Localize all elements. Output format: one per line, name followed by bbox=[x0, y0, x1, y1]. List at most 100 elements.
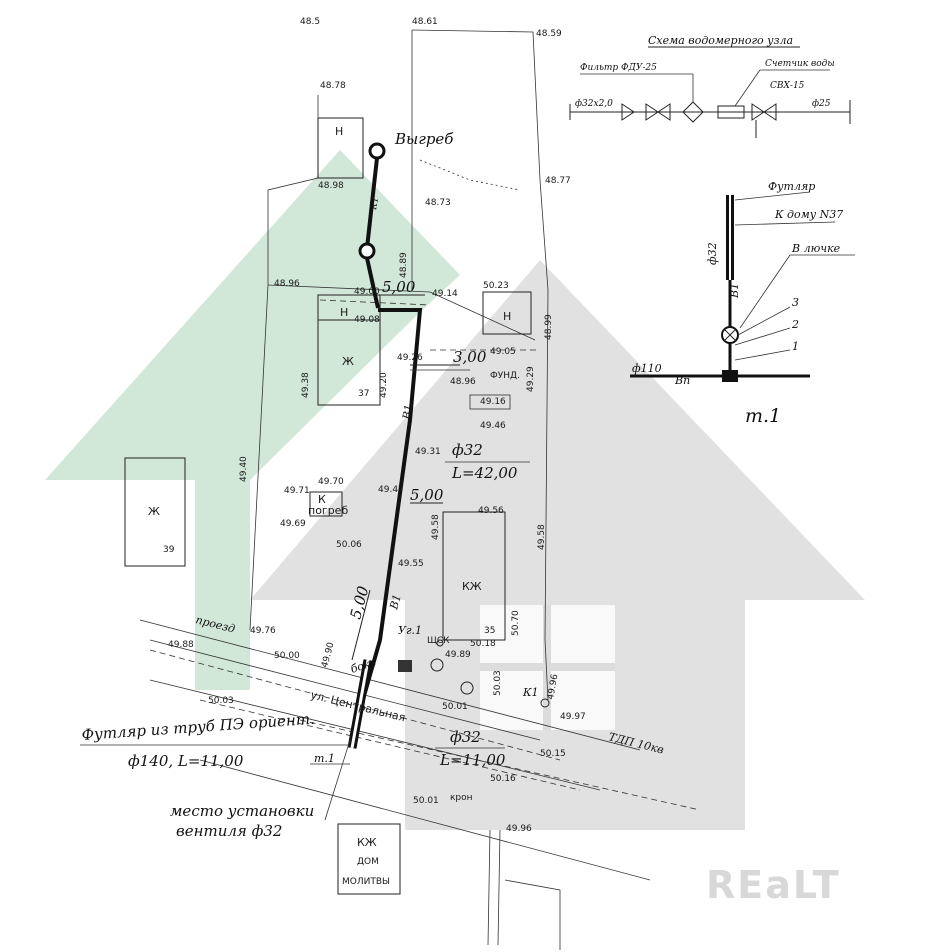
t1-d32-label: ф32 bbox=[706, 242, 719, 265]
leader-valve-note bbox=[324, 739, 351, 821]
valve-symbol-2 bbox=[460, 681, 474, 695]
watermark-house-icon bbox=[45, 150, 865, 830]
pogreb-label: погреб bbox=[308, 504, 348, 517]
k1-right-label: К1 bbox=[522, 686, 539, 699]
water-meter-icon bbox=[717, 105, 745, 119]
filter-symbol bbox=[682, 101, 704, 123]
elev-mark: 50.16 bbox=[490, 774, 516, 784]
midway-well bbox=[358, 242, 376, 260]
road-edge-5 bbox=[199, 699, 581, 791]
kzh-label: КЖ bbox=[462, 580, 482, 593]
road-edge-1 bbox=[139, 619, 641, 751]
filter-label: Фильтр ФДУ-25 bbox=[580, 63, 657, 73]
elev-mark: 48.98 bbox=[318, 181, 344, 191]
elev-mark: 49.40 bbox=[239, 456, 249, 482]
t1-num3: 3 bbox=[792, 296, 799, 309]
valve-symbol bbox=[430, 658, 444, 672]
ditch-line-2 bbox=[497, 829, 501, 946]
t1-leader-hatch bbox=[739, 254, 791, 329]
realt-watermark: REaLT bbox=[706, 863, 841, 907]
valve-note-1: место установки bbox=[170, 802, 314, 820]
pipe-vygreb-link bbox=[365, 157, 379, 249]
k-cellar-label: К bbox=[318, 493, 326, 506]
road-edge-6 bbox=[199, 759, 651, 881]
dotted-contour bbox=[419, 159, 521, 191]
building-n-right bbox=[482, 291, 532, 335]
t1-d110-label: ф110 bbox=[632, 362, 662, 375]
valve-icon bbox=[751, 103, 777, 121]
building-kzh bbox=[442, 511, 506, 641]
t1-leader-house bbox=[734, 221, 836, 226]
elev-mark: 49.96 bbox=[546, 673, 560, 700]
d32-mid-label: ф32 bbox=[452, 441, 483, 459]
elev-mark: 48.61 bbox=[412, 17, 438, 27]
property-boundary-north bbox=[411, 29, 549, 701]
pipe-b1-main bbox=[348, 308, 423, 746]
church-kzh: КЖ bbox=[357, 836, 377, 849]
elev-mark: 49.16 bbox=[480, 397, 506, 407]
elev-mark: 48.59 bbox=[536, 29, 562, 39]
elev-mark: 49.05 bbox=[490, 347, 516, 357]
elev-mark: 49.88 bbox=[168, 640, 194, 650]
elev-mark: 50.18 bbox=[470, 639, 496, 649]
elev-mark: 49.47 bbox=[378, 485, 404, 495]
gray-house-shape bbox=[250, 260, 865, 830]
valve-icon bbox=[645, 103, 671, 121]
property-boundary-lot bbox=[267, 284, 536, 341]
t1-leader-1 bbox=[734, 349, 791, 361]
elev-mark: 50.03 bbox=[493, 670, 503, 696]
elev-mark: 48.99 bbox=[544, 314, 554, 340]
elev-mark: 49.97 bbox=[560, 712, 586, 722]
t1-title: т.1 bbox=[745, 405, 781, 427]
road-edge-4 bbox=[149, 679, 601, 791]
meter-leader-2 bbox=[734, 69, 761, 107]
meter-model: СВХ-15 bbox=[770, 81, 805, 91]
elev-mark: 48.96 bbox=[274, 279, 300, 289]
t1-house-label: К дому N37 bbox=[774, 208, 843, 221]
elev-mark: 49.14 bbox=[432, 289, 458, 299]
elev-mark: 48.73 bbox=[425, 198, 451, 208]
dim-300: 3,00 bbox=[453, 348, 487, 366]
n-house-label: Н bbox=[340, 306, 348, 319]
n-top-label: Н bbox=[335, 125, 343, 138]
ug1-label: Уг.1 bbox=[398, 624, 422, 637]
t1-leader-3 bbox=[737, 306, 791, 336]
elev-mark: 48.5 bbox=[300, 17, 320, 27]
elev-mark: 49.31 bbox=[415, 447, 441, 457]
t1-sleeve-label: Футляр bbox=[768, 180, 815, 193]
zh-house-label: Ж bbox=[342, 355, 354, 368]
church-texts: КЖ ДОМ МОЛИТВЫ bbox=[342, 836, 390, 887]
small-circle bbox=[436, 639, 444, 647]
pipe-sleeve-inner bbox=[350, 659, 370, 749]
t1-saddle bbox=[722, 370, 738, 382]
b1-mid-label: В1 bbox=[400, 403, 416, 421]
scheme-title: Схема водомерного узла bbox=[648, 34, 793, 47]
scheme-texts: Схема водомерного узла Фильтр ФДУ-25 Сче… bbox=[575, 34, 835, 109]
valve-note-2: вентиля ф32 bbox=[176, 822, 282, 840]
elev-mark: 50.70 bbox=[511, 610, 521, 636]
elev-mark: 49.29 bbox=[526, 366, 536, 392]
l11-label: L=11,00 bbox=[439, 751, 506, 769]
elev-mark: 50.01 bbox=[442, 702, 468, 712]
green-house-shape bbox=[45, 150, 460, 690]
church-dom: ДОМ bbox=[357, 857, 379, 867]
t1-leader-sleeve bbox=[734, 191, 811, 201]
meter-label: Счетчик воды bbox=[765, 59, 835, 69]
t1-num1: 1 bbox=[792, 340, 799, 353]
elev-mark: 50.06 bbox=[336, 540, 362, 550]
pipe-segment-1 bbox=[365, 257, 380, 309]
elev-mark: 49.20 bbox=[379, 372, 389, 398]
t1-leader-2 bbox=[734, 327, 791, 346]
elev-mark: 49.70 bbox=[318, 477, 344, 487]
fund-label: ФУНД. bbox=[490, 371, 520, 381]
t1-hatch-label: В лючке bbox=[791, 242, 841, 255]
power-line bbox=[299, 719, 701, 811]
elev-mark: 49.71 bbox=[284, 486, 310, 496]
vygreb-label: Выгреб bbox=[394, 130, 454, 148]
t1-b1-label: В1 bbox=[728, 283, 741, 299]
b1-low-label: В1 bbox=[387, 593, 404, 612]
elev-mark: 49.96 bbox=[506, 824, 532, 834]
note-texts: Футляр из труб ПЭ ориент. ф140, L=11,00 … bbox=[81, 710, 315, 840]
